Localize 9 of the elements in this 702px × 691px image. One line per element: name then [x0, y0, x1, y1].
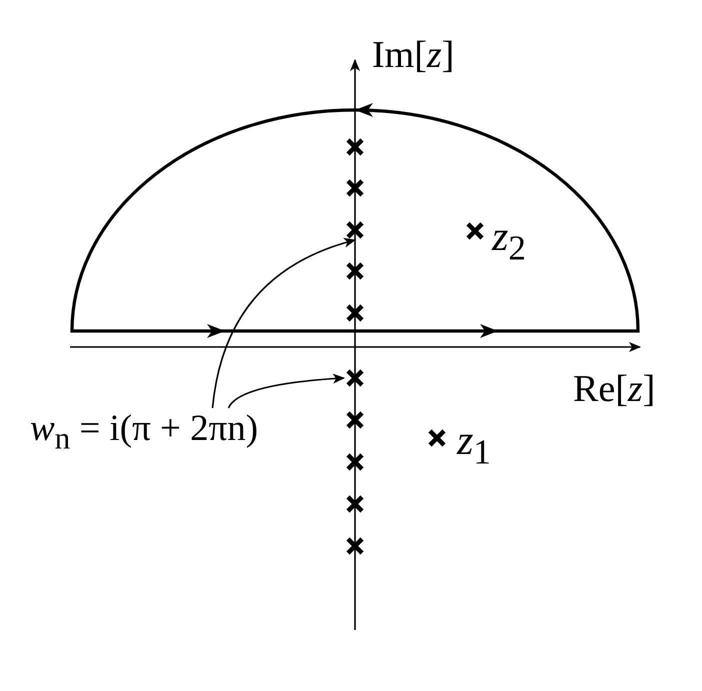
leader-arrow: [228, 374, 345, 408]
axis-label: Im[z]: [372, 36, 454, 74]
leader-arrow: [212, 238, 356, 408]
formula-label: w$_{n}$ = i(π + 2πn): [30, 410, 258, 454]
pole-marker-icon: [346, 220, 364, 240]
pole-marker-icon: [346, 368, 364, 388]
pole-label: z$_{1}$: [457, 420, 491, 470]
pole-label: z$_{2}$: [492, 216, 526, 266]
axis-label: Re[z]: [573, 370, 656, 408]
